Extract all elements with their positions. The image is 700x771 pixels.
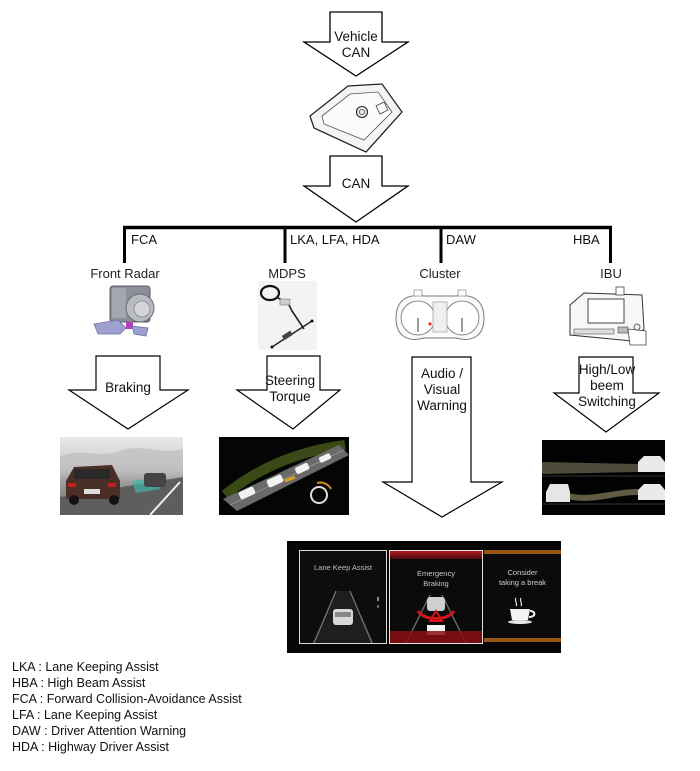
component-label-ibu: IBU (600, 266, 622, 281)
camera-module-icon (309, 83, 403, 153)
coffee-cup-icon (508, 597, 536, 624)
component-label-front-radar: Front Radar (90, 266, 160, 281)
legend-item: HBA : High Beam Assist (12, 676, 146, 690)
forward-collision-scene (60, 437, 183, 515)
consider-break-screen: Consider taking a break (484, 550, 561, 642)
esc-brake-module-icon (93, 285, 155, 337)
audio-visual-warning-arrow (380, 356, 505, 518)
braking-arrow (67, 355, 191, 430)
legend-item: DAW : Driver Attention Warning (12, 724, 187, 738)
emergency-braking-title: Emergency Braking (417, 569, 455, 588)
can-label: CAN (341, 176, 371, 191)
high-low-beam-label: High/Low beem Switching (578, 362, 636, 409)
legend-item: LFA : Lane Keeping Assist (12, 708, 158, 722)
function-label-daw: DAW (446, 232, 476, 247)
audio-visual-warning-label: Audio / Visual Warning (417, 366, 467, 413)
function-label-fca: FCA (131, 232, 157, 247)
component-label-mdps: MDPS (268, 266, 306, 281)
can-arrow (301, 155, 411, 223)
instrument-cluster-icon (395, 289, 485, 340)
steering-torque-label: Steering Torque (264, 373, 316, 404)
consider-break-title: Consider taking a break (498, 568, 547, 587)
abbreviation-legend: LKA : Lane Keeping Assist HBA : High Bea… (12, 659, 242, 755)
steering-torque-arrow (235, 355, 342, 430)
legend-item: LKA : Lane Keeping Assist (12, 660, 159, 674)
high-beam-scene (542, 440, 665, 515)
legend-item: FCA : Forward Collision-Avoidance Assist (12, 692, 242, 706)
lane-keep-assist-title: Lane Keep Assist (314, 563, 372, 572)
steering-system-icon (258, 281, 317, 350)
lane-keep-assist-screen: Lane Keep Assist (299, 550, 387, 644)
ibu-module-icon (569, 286, 647, 346)
high-low-beam-arrow (552, 356, 661, 433)
function-label-lka-lfa-hda: LKA, LFA, HDA (290, 232, 380, 247)
cluster-warning-screens: Lane Keep Assist Emergency Braking (287, 541, 561, 653)
emergency-braking-screen: Emergency Braking (389, 550, 483, 644)
can-bus-lines (123, 225, 612, 263)
component-label-cluster: Cluster (419, 266, 461, 281)
braking-label: Braking (105, 380, 151, 395)
lane-keeping-scene (219, 437, 349, 515)
function-label-hba: HBA (573, 232, 600, 247)
vehicle-can-arrow (301, 11, 411, 77)
vehicle-can-label: Vehicle CAN (334, 29, 378, 60)
legend-item: HDA : Highway Driver Assist (12, 740, 169, 754)
